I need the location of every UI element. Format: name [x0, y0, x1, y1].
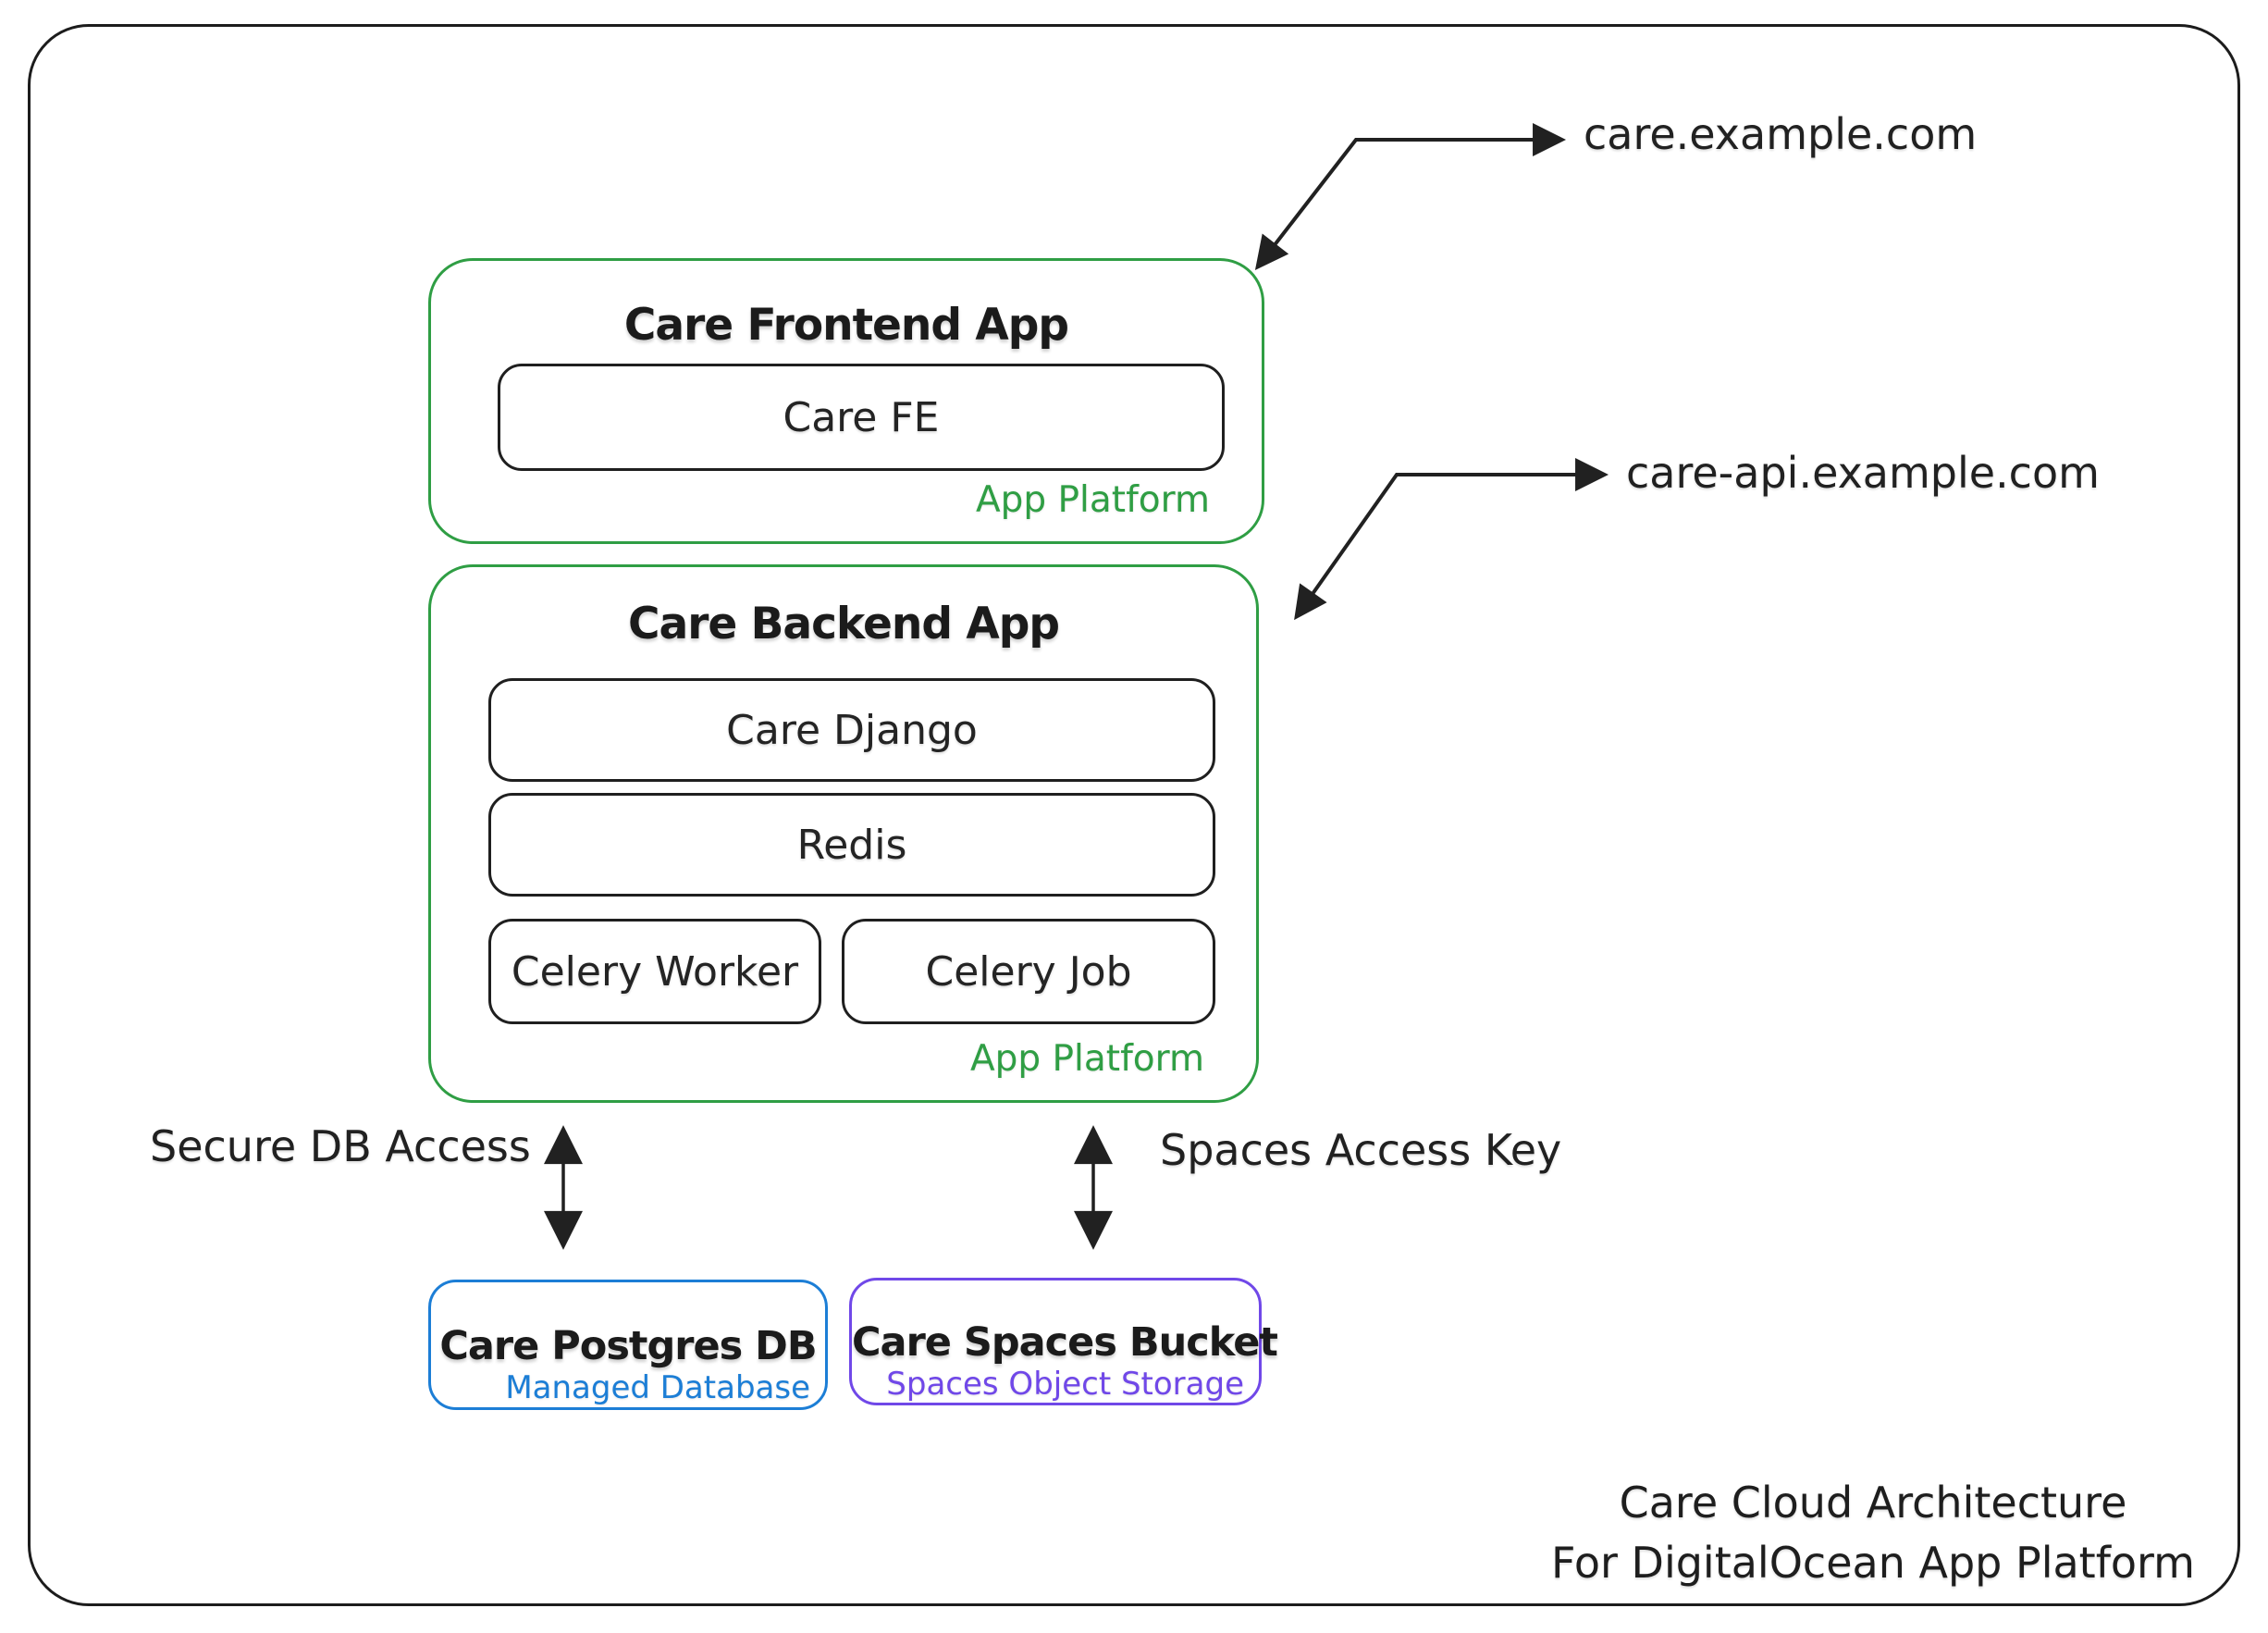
frontend-app-title: Care Frontend App: [623, 300, 1069, 351]
frontend-platform-label: App Platform: [975, 479, 1210, 521]
postgres-db-box: Care Postgres DB Managed Database: [428, 1280, 828, 1410]
caption-line-1: Care Cloud Architecture: [1619, 1478, 2127, 1528]
component-redis: Redis: [488, 793, 1215, 897]
component-celery-worker: Celery Worker: [488, 919, 821, 1024]
frontend-domain-arrow-icon: [1254, 123, 1567, 270]
backend-app-box: Care Backend App Care Django Redis Celer…: [428, 564, 1259, 1103]
component-celery-worker-label: Celery Worker: [511, 947, 799, 996]
frontend-app-box: Care Frontend App Care FE App Platform: [428, 258, 1264, 544]
spaces-bucket-subtitle: Spaces Object Storage: [886, 1366, 1244, 1403]
frontend-domain-label: care.example.com: [1584, 109, 1978, 159]
postgres-db-subtitle: Managed Database: [505, 1369, 810, 1406]
spaces-access-key-label: Spaces Access Key: [1160, 1125, 1562, 1175]
spaces-bucket-title: Care Spaces Bucket: [852, 1319, 1278, 1366]
backend-domain-label: care-api.example.com: [1626, 448, 2100, 498]
spaces-bucket-box: Care Spaces Bucket Spaces Object Storage: [849, 1278, 1278, 1405]
caption-line-2: For DigitalOcean App Platform: [1551, 1538, 2195, 1589]
component-care-fe-label: Care FE: [783, 393, 940, 441]
component-care-django: Care Django: [488, 678, 1215, 782]
component-celery-job-label: Celery Job: [925, 947, 1132, 996]
backend-app-title: Care Backend App: [627, 599, 1060, 649]
diagram-caption: Care Cloud Architecture For DigitalOcean…: [1531, 1473, 2215, 1594]
component-care-fe: Care FE: [498, 364, 1225, 471]
component-care-django-label: Care Django: [726, 706, 978, 754]
postgres-db-title: Care Postgres DB: [439, 1323, 817, 1369]
backend-platform-label: App Platform: [969, 1038, 1204, 1080]
component-redis-label: Redis: [796, 821, 907, 869]
secure-db-access-label: Secure DB Access: [150, 1121, 531, 1171]
backend-domain-arrow-icon: [1294, 458, 1609, 621]
diagram-border: [28, 24, 2240, 1606]
component-celery-job: Celery Job: [842, 919, 1215, 1024]
